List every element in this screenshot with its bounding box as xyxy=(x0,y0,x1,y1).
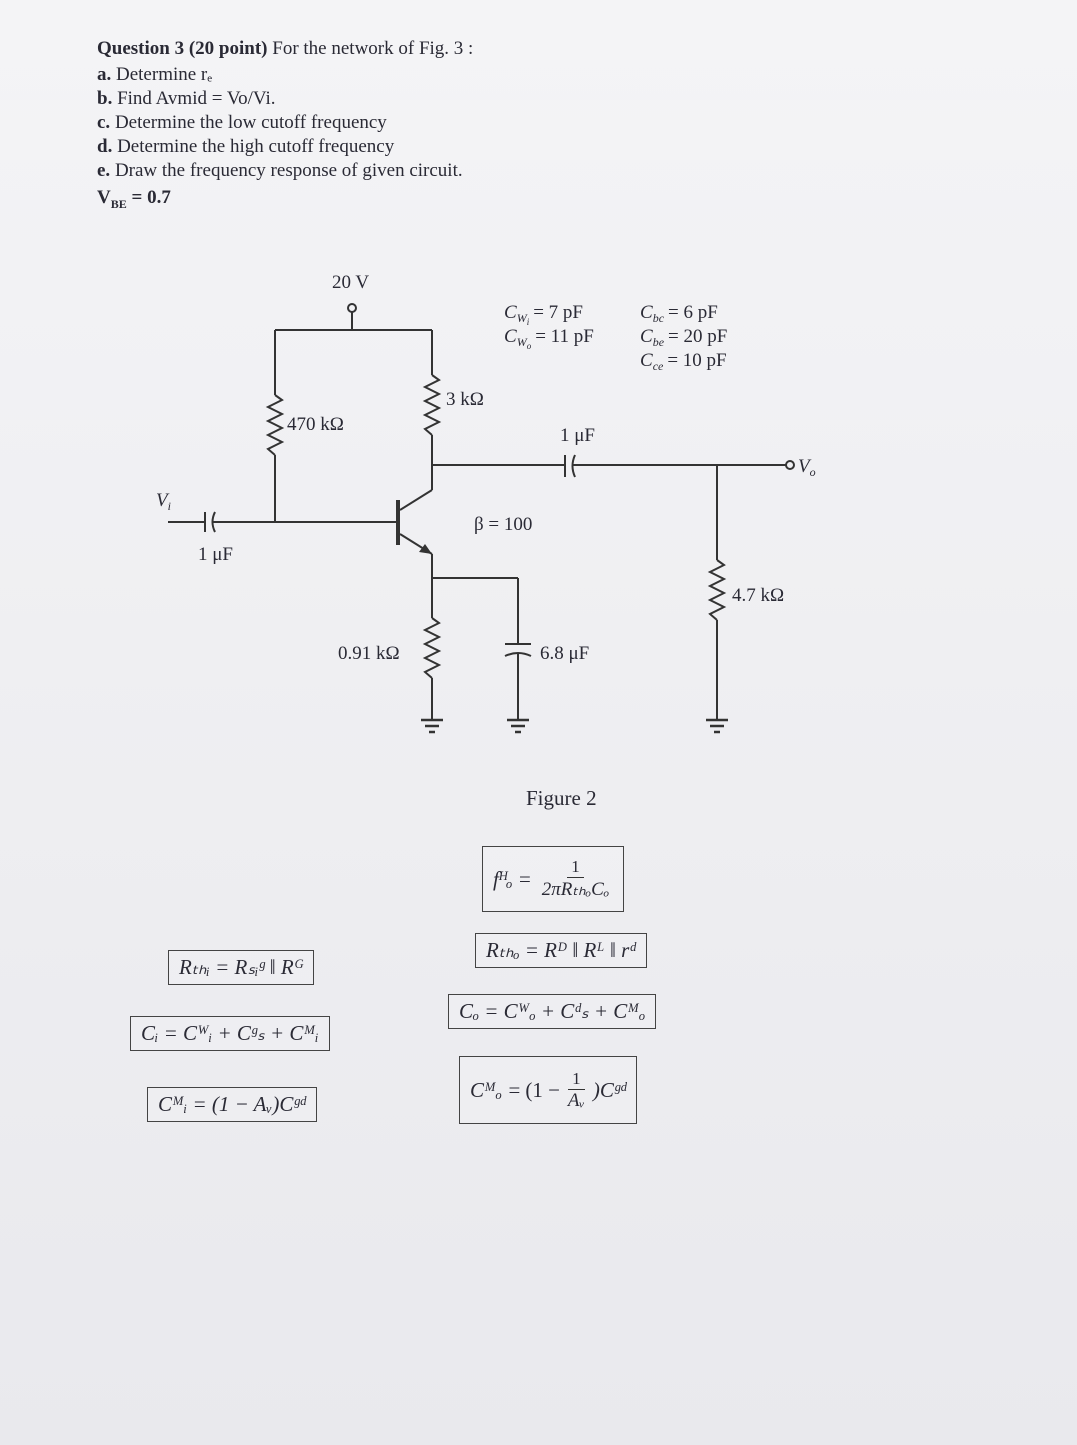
question-item-a: a. Determine rₑ xyxy=(97,64,213,85)
r-emitter-label: 0.91 kΩ xyxy=(338,643,400,664)
question-item-d: d. Determine the high cutoff frequency xyxy=(97,136,395,157)
c-emitter-label: 6.8 μF xyxy=(540,643,589,664)
cwi-value: CWi= 7 pF xyxy=(504,302,583,327)
cce-value: Cce= 10 pF xyxy=(640,350,727,373)
question-item-c: c. Determine the low cutoff frequency xyxy=(97,112,387,133)
formula-rth-i: Rₜₕᵢ = Rₛᵢᵍ ‖ Rᴳ xyxy=(168,950,315,985)
c-in-label: 1 μF xyxy=(198,544,233,565)
resistor-0k91 xyxy=(422,617,442,679)
cbe-value: Cbe= 20 pF xyxy=(640,326,727,349)
supply-terminal xyxy=(347,303,357,313)
c-out-label: 1 μF xyxy=(560,425,595,446)
vo-terminal xyxy=(785,460,795,470)
question-header: Question 3 (20 point) For the network of… xyxy=(97,38,797,212)
question-title-line: Question 3 (20 point) For the network of… xyxy=(97,38,797,60)
beta-label: β = 100 xyxy=(474,514,532,535)
resistor-470k xyxy=(265,394,285,456)
vi-label: Vi xyxy=(156,490,171,513)
ground-symbols xyxy=(421,718,728,734)
supply-label: 20 V xyxy=(332,272,369,293)
vbe-given: VBE = 0.7 xyxy=(97,187,171,211)
question-intro: For the network of Fig. 3 : xyxy=(272,38,474,59)
vo-label: Vo xyxy=(798,456,816,479)
question-item-e: e. Draw the frequency response of given … xyxy=(97,160,463,181)
cbc-value: Cbc= 6 pF xyxy=(640,302,718,325)
formula-co: Cₒ = Cᵂₒ + Cᵈₛ + Cᴹₒ xyxy=(448,994,657,1029)
formula-cmi: Cᴹᵢ = (1 − Aᵥ)Cᵍᵈ xyxy=(147,1087,317,1122)
formula-rth-o: Rₜₕₒ = Rᴰ ‖ Rᴸ ‖ rᵈ xyxy=(475,933,647,968)
r-collector-label: 3 kΩ xyxy=(446,389,484,410)
emitter-arrow xyxy=(419,544,432,554)
cin-plate-2 xyxy=(211,511,216,533)
r-load-label: 4.7 kΩ xyxy=(732,585,784,606)
r-bias-label: 470 kΩ xyxy=(287,414,344,435)
cout-plate-2 xyxy=(571,454,576,478)
formula-ci: Cᵢ = Cᵂᵢ + Cᵍₛ + Cᴹᵢ xyxy=(130,1016,330,1051)
question-title: Question 3 (20 point) xyxy=(97,38,268,59)
resistor-4k7 xyxy=(707,559,727,621)
question-item-b: b. Find Avmid = Vo/Vi. xyxy=(97,88,276,109)
cwo-value: CWo= 11 pF xyxy=(504,326,594,351)
resistor-3k xyxy=(422,374,442,436)
figure-caption: Figure 2 xyxy=(526,786,597,810)
